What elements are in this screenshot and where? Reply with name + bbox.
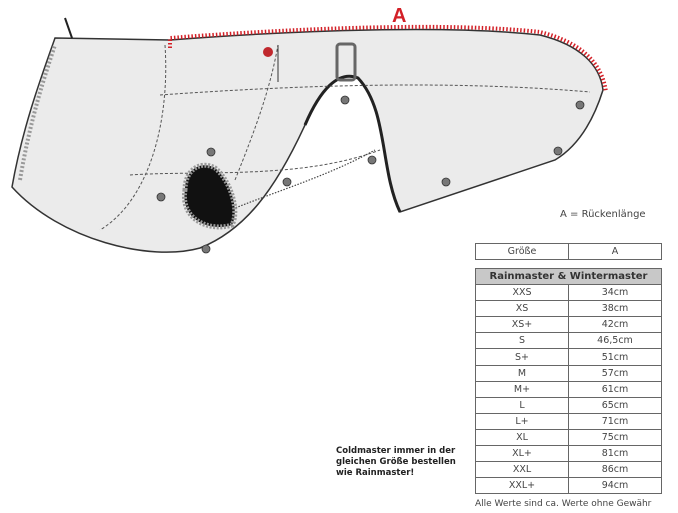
length-cell: 75cm [568, 428, 662, 447]
table-row: S+51cm [475, 348, 662, 366]
length-cell: 57cm [568, 364, 662, 382]
buckle-icon [335, 42, 357, 82]
snap-buttons [156, 95, 585, 254]
size-cell: S+ [475, 348, 569, 366]
leg-opening [182, 162, 238, 230]
table-row: XS+42cm [475, 316, 662, 334]
length-cell: 38cm [568, 300, 662, 318]
size-cell: M [475, 364, 569, 382]
length-cell: 61cm [568, 380, 662, 398]
coldmaster-note: Coldmaster immer in der gleichen Größe b… [336, 446, 456, 478]
length-cell: 51cm [568, 348, 662, 366]
logo-icon [263, 47, 273, 57]
length-cell: 42cm [568, 316, 662, 334]
size-cell: L [475, 396, 569, 414]
table-row: XXL+94cm [475, 477, 662, 495]
table-title: Rainmaster & Wintermaster [475, 267, 662, 286]
length-cell: 46,5cm [568, 332, 662, 350]
length-cell: 94cm [568, 477, 662, 495]
length-cell: 71cm [568, 412, 662, 430]
length-cell: 34cm [568, 284, 662, 302]
size-cell: XS [475, 300, 569, 318]
footer-note: Alle Werte sind ca. Werte ohne Gewähr [475, 499, 652, 509]
header-a: A [568, 243, 662, 260]
table-row: XL+81cm [475, 445, 662, 463]
size-cell: XXL [475, 461, 569, 479]
dog-coat-illustration: A [11, 5, 608, 254]
back-length-line [168, 24, 608, 93]
dimension-label-a: A [392, 5, 406, 27]
size-cell: XL+ [475, 445, 569, 463]
size-cell: L+ [475, 412, 569, 430]
size-cell: XXS [475, 284, 569, 302]
size-cell: XS+ [475, 316, 569, 334]
size-cell: M+ [475, 380, 569, 398]
length-cell: 65cm [568, 396, 662, 414]
length-cell: 86cm [568, 461, 662, 479]
coat-outline [11, 28, 604, 253]
table-row: M+61cm [475, 380, 662, 398]
legend: A = Rückenlänge [560, 209, 646, 220]
length-cell: 81cm [568, 445, 662, 463]
size-cell: XXL+ [475, 477, 569, 495]
table-row: L+71cm [475, 412, 662, 430]
size-cell: XL [475, 428, 569, 447]
strap [303, 74, 402, 213]
header-size: Größe [475, 243, 569, 260]
size-cell: S [475, 332, 569, 350]
